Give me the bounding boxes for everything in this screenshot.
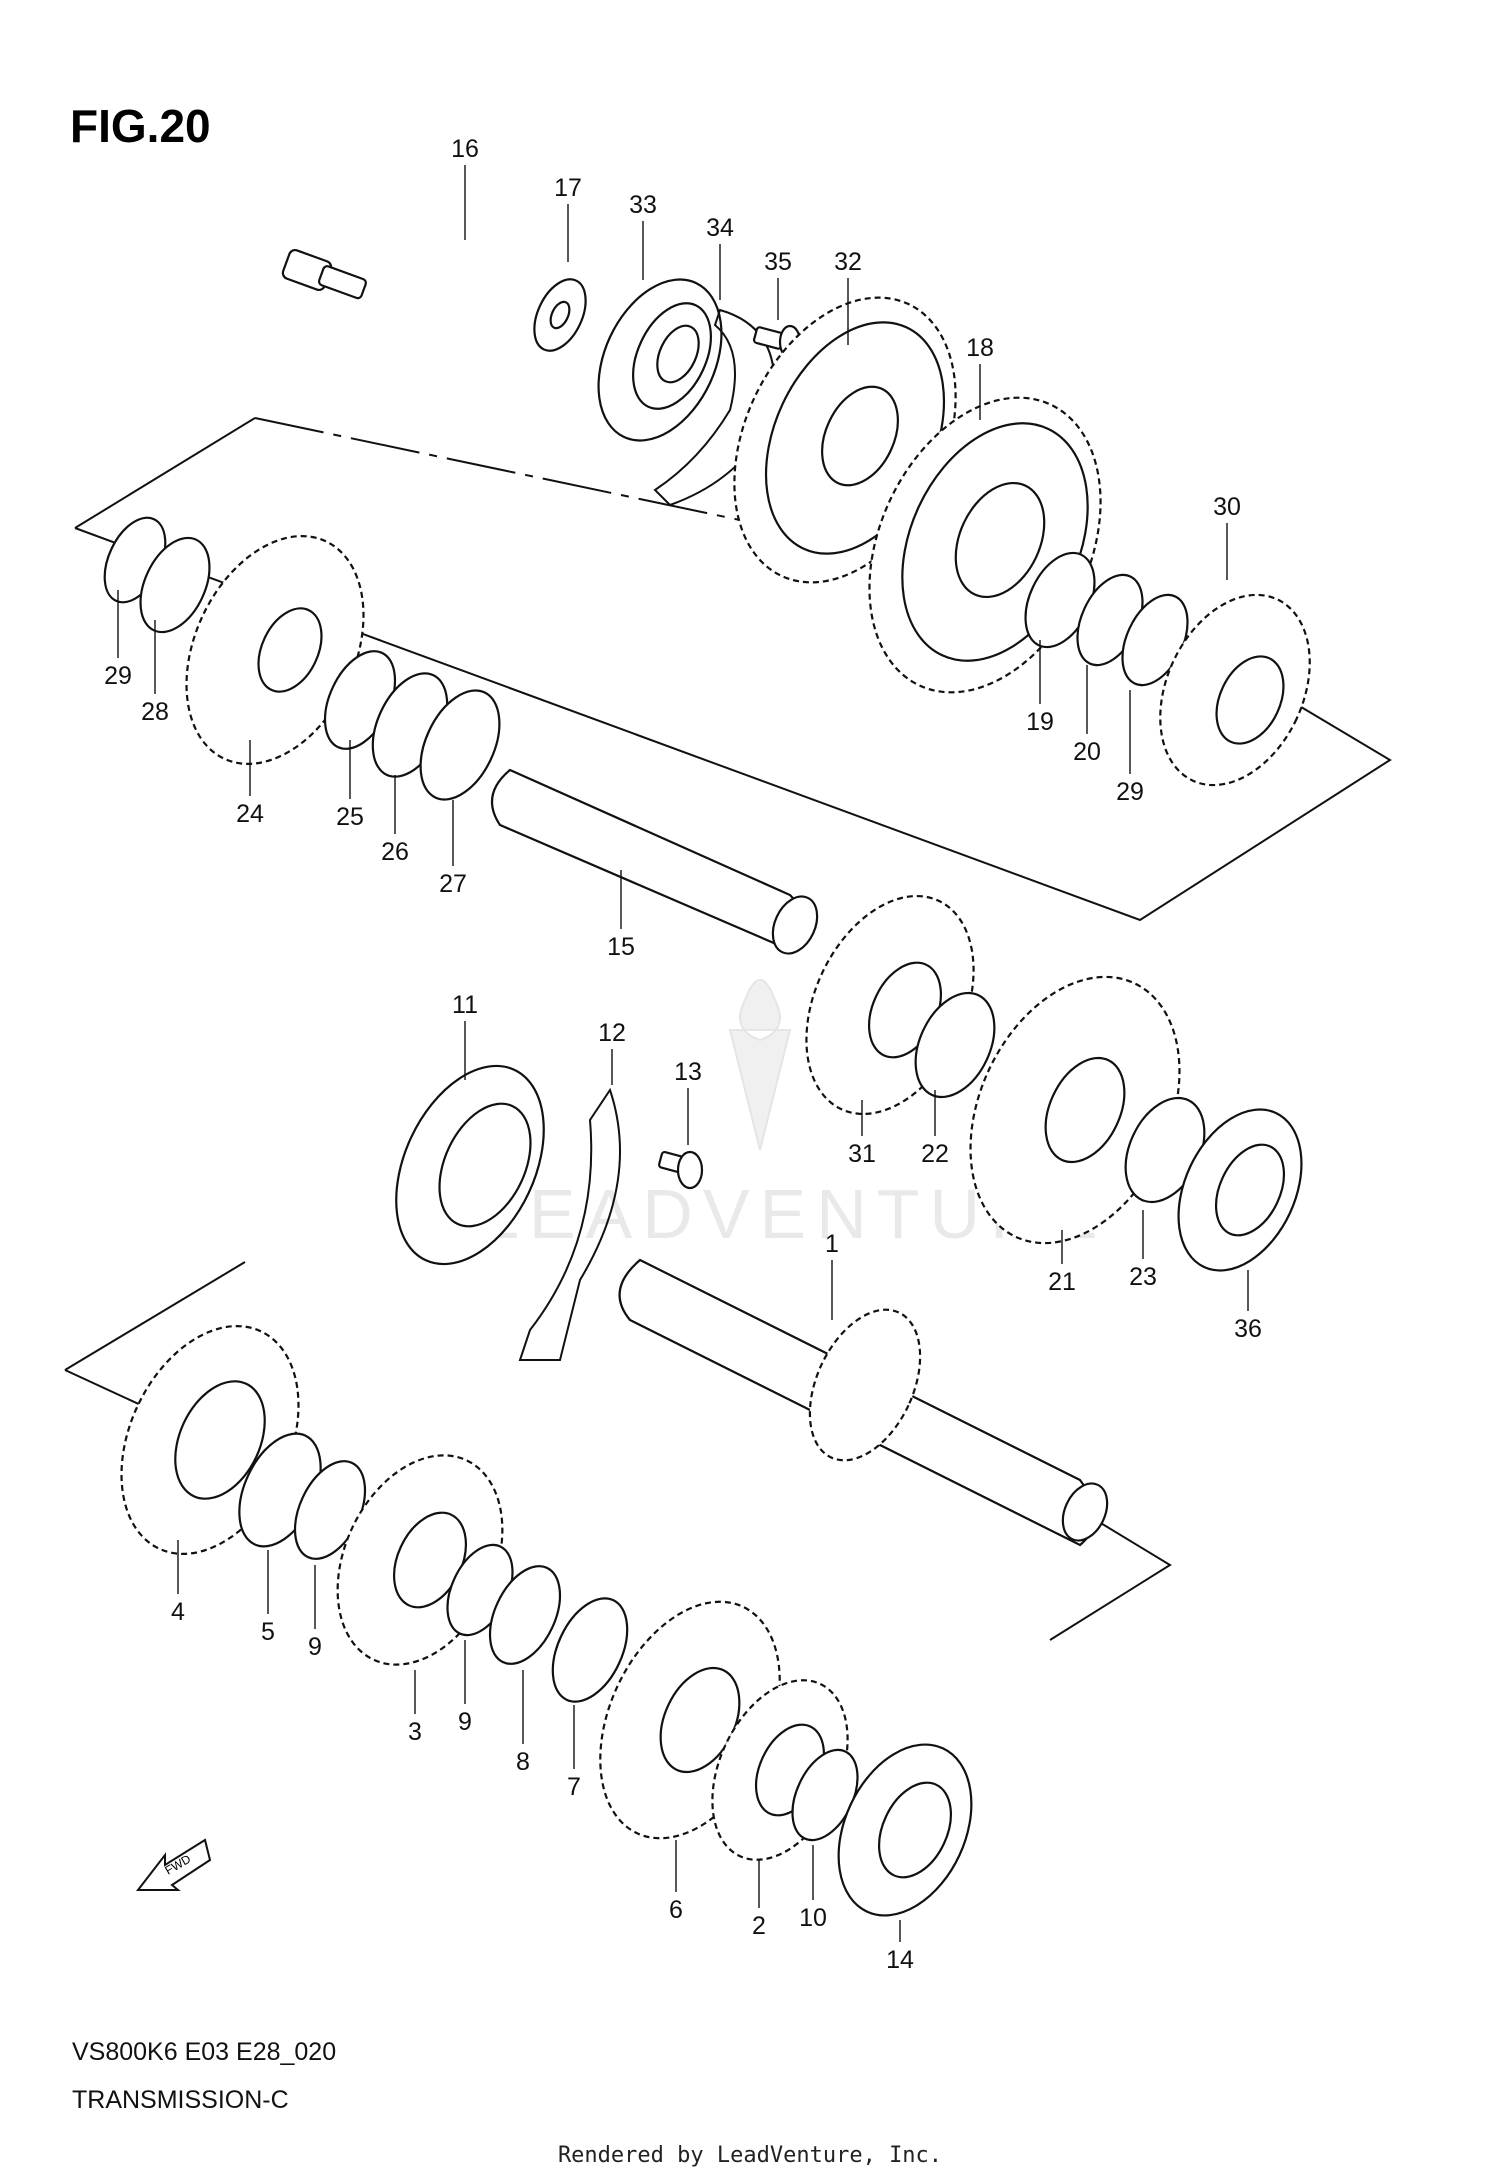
fwd-arrow-icon: FWD [135,1838,212,1891]
callout-number: 25 [336,803,364,831]
callout-number: 13 [674,1058,702,1086]
callout-number: 16 [451,135,479,163]
part-washer [488,1565,562,1665]
callout-number: 30 [1213,493,1241,521]
callout-number: 1 [825,1230,839,1258]
callout-number: 14 [886,1946,914,1974]
part-washer [139,536,211,634]
callout-number: 31 [848,1140,876,1168]
callout-number: 10 [799,1904,827,1932]
part-bushing [551,1597,629,1703]
callout-number: 9 [458,1708,472,1736]
callout-number: 8 [516,1748,530,1776]
part-gear [1159,593,1311,787]
callout-number: 5 [261,1618,275,1646]
callout-number: 27 [439,870,467,898]
callout-number: 4 [171,1598,185,1626]
part-gear [185,535,365,765]
callout-number: 6 [669,1896,683,1924]
callout-number: 33 [629,191,657,219]
part-washer [533,278,587,352]
part-bearing [395,1064,545,1266]
callout-number: 17 [554,174,582,202]
part-bolt [281,248,368,300]
callout-number: 23 [1129,1263,1157,1291]
section-name: TRANSMISSION-C [72,2086,289,2114]
callout-number: 36 [1234,1315,1262,1343]
callout-number: 7 [567,1773,581,1801]
callout-number: 2 [752,1912,766,1940]
callout-number: 12 [598,1019,626,1047]
part-bearing [1177,1108,1303,1272]
figure-title: FIG.20 [70,100,211,152]
part-countershaft [618,1258,1109,1547]
part-bearing [837,1743,973,1917]
callout-number: 29 [1116,778,1144,806]
callout-number: 28 [141,698,169,726]
part-retainer [518,1087,621,1361]
callout-number: 11 [452,991,478,1019]
callout-number: 35 [764,248,792,276]
callout-number: 32 [834,248,862,276]
part-bearing [597,278,723,442]
callout-number: 29 [104,662,132,690]
callout-number: 15 [607,933,635,961]
callout-number: 19 [1026,708,1054,736]
callout-number: 24 [236,800,264,828]
part-bushing [914,991,996,1099]
callout-number: 22 [921,1140,949,1168]
rendered-by-credit: Rendered by LeadVenture, Inc. [558,2143,942,2168]
watermark-logo-icon [728,979,792,1151]
callout-number: 26 [381,838,409,866]
part-lock-washer [419,689,501,801]
callout-number: 18 [966,334,994,362]
part-screw [658,1150,704,1190]
callout-number: 20 [1073,738,1101,766]
model-code: VS800K6 E03 E28_020 [72,2038,336,2066]
callout-number: 3 [408,1718,422,1746]
part-driveshaft [490,768,819,955]
callout-number: 34 [706,214,734,242]
callout-number: 21 [1048,1268,1076,1296]
callout-number: 9 [308,1633,322,1661]
